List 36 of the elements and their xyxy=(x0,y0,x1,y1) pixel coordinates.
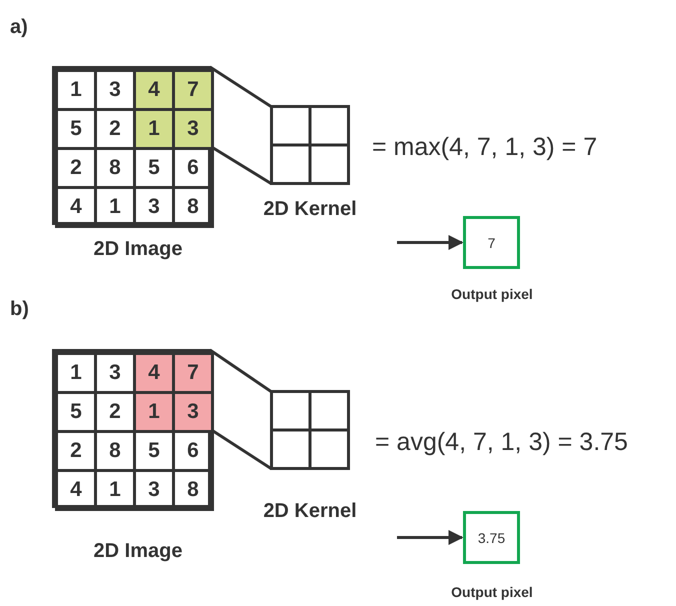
grid-cell: 3 xyxy=(172,108,214,150)
pooling-window xyxy=(133,352,214,433)
image-grid xyxy=(52,349,211,508)
grid-cell: 4 xyxy=(133,69,175,111)
grid-cell: 4 xyxy=(133,352,175,394)
kernel-grid xyxy=(270,105,350,185)
grid-cell: 1 xyxy=(55,69,97,111)
grid-cell: 8 xyxy=(172,186,214,228)
connector-line xyxy=(209,66,272,108)
grid-cell: 7 xyxy=(172,69,214,111)
grid-cell: 4 xyxy=(55,186,97,228)
output-pixel-box: 3.75 xyxy=(463,511,520,564)
connector-line xyxy=(209,348,272,393)
panel-label: a) xyxy=(10,16,28,39)
node-label: 2D Kernel xyxy=(263,198,357,221)
grid-cell: 8 xyxy=(172,469,214,511)
grid-cell: 7 xyxy=(172,352,214,394)
arrow xyxy=(397,530,464,545)
output-pixel-box: 7 xyxy=(463,216,520,269)
arrow xyxy=(397,235,464,250)
image-grid xyxy=(52,66,211,225)
grid-cell: 1 xyxy=(55,352,97,394)
node-label: 2D Image xyxy=(94,540,182,563)
grid-cell: 1 xyxy=(133,391,175,433)
formula-text: = avg(4, 7, 1, 3) = 3.75 xyxy=(375,428,628,457)
panel-label: b) xyxy=(10,298,29,321)
node-label: Output pixel xyxy=(451,584,533,600)
node-label: 2D Kernel xyxy=(263,500,357,523)
formula-text: = max(4, 7, 1, 3) = 7 xyxy=(372,133,598,162)
grid-cell: 3 xyxy=(172,391,214,433)
node-label: Output pixel xyxy=(451,286,533,302)
grid-cell: 4 xyxy=(55,469,97,511)
grid-cell: 1 xyxy=(133,108,175,150)
node-label: 2D Image xyxy=(94,238,182,261)
pooling-window xyxy=(133,69,214,150)
kernel-grid xyxy=(270,390,350,470)
